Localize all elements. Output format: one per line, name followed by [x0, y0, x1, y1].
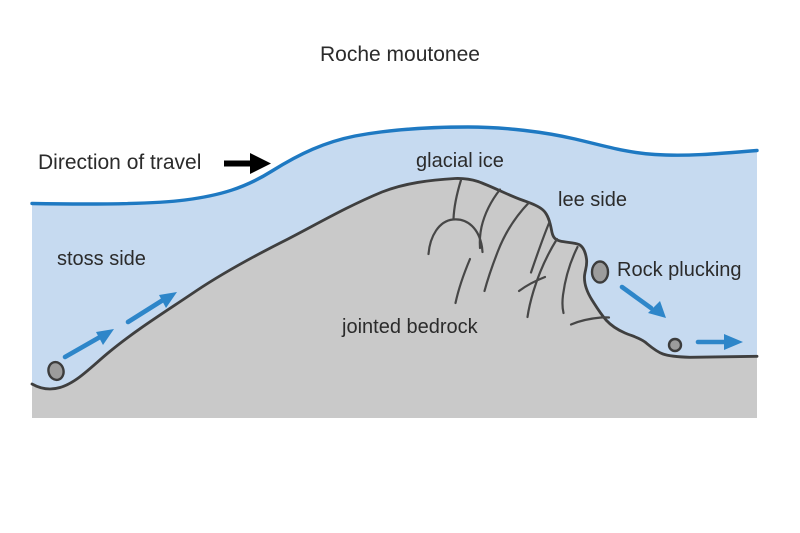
jointed-bedrock-label: jointed bedrock [342, 316, 478, 338]
bedrock-surface-outline [30, 177, 759, 391]
bedrock-area [32, 178, 757, 418]
transported-rock [667, 337, 683, 353]
diagram-title: Roche moutonee [320, 43, 480, 66]
direction-of-travel-label: Direction of travel [38, 151, 202, 174]
plucked-rock [590, 260, 610, 284]
rock-plucking-arrow [619, 284, 666, 318]
ice-surface-line [30, 125, 759, 206]
bedrock-joints [427, 178, 611, 326]
exit-flow-arrow [695, 334, 743, 350]
ice-flow-arrow-1 [62, 329, 114, 360]
stoss-side-label: stoss side [57, 248, 146, 270]
glacial-ice-label: glacial ice [416, 150, 504, 172]
rock-plucking-label: Rock plucking [617, 259, 742, 281]
direction-arrow-icon [224, 153, 271, 174]
ice-flow-arrow-2 [125, 292, 177, 325]
lee-side-label: lee side [558, 189, 627, 211]
stoss-rock [47, 360, 65, 382]
